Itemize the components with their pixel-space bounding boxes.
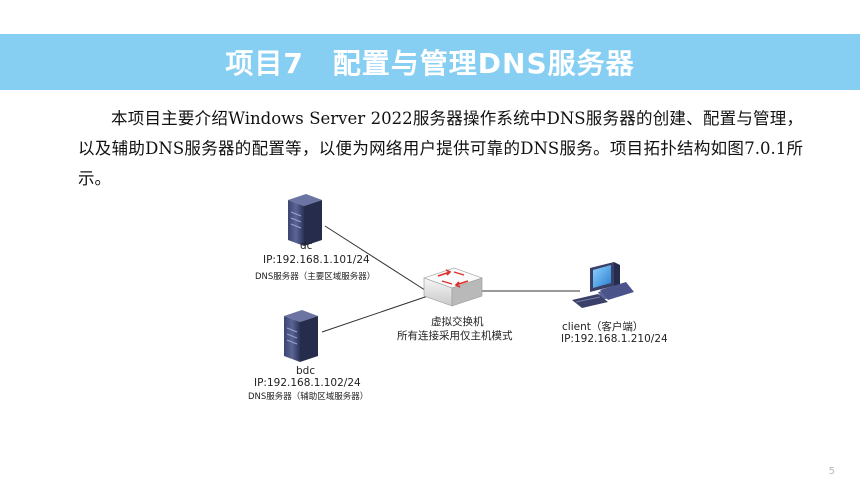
bdc-ip: IP:192.168.1.102/24 [254,377,361,389]
client-ip: IP:192.168.1.210/24 [561,333,668,345]
dc-server-icon [288,194,322,246]
bdc-name: bdc [296,365,316,377]
dc-role: DNS服务器（主要区域服务器） [255,272,376,282]
slide-title: 项目7 配置与管理DNS服务器 [225,47,635,80]
dc-name: dc [300,240,313,252]
link-dc-switch [324,225,429,293]
client-computer-icon [572,262,634,308]
page-number: 5 [828,466,835,477]
client-name: client（客户端） [562,321,644,333]
intro-paragraph: 本项目主要介绍Windows Server 2022服务器操作系统中DNS服务器… [78,109,803,188]
switch-icon [423,267,483,307]
dc-ip: IP:192.168.1.101/24 [263,254,370,266]
link-bdc-switch [321,295,429,333]
bdc-server-icon [284,310,318,362]
title-bar: 项目7 配置与管理DNS服务器 [0,34,860,90]
switch-mode: 所有连接采用仅主机模式 [397,330,513,342]
switch-name: 虚拟交换机 [431,316,484,328]
bdc-role: DNS服务器（辅助区域服务器） [248,392,369,402]
